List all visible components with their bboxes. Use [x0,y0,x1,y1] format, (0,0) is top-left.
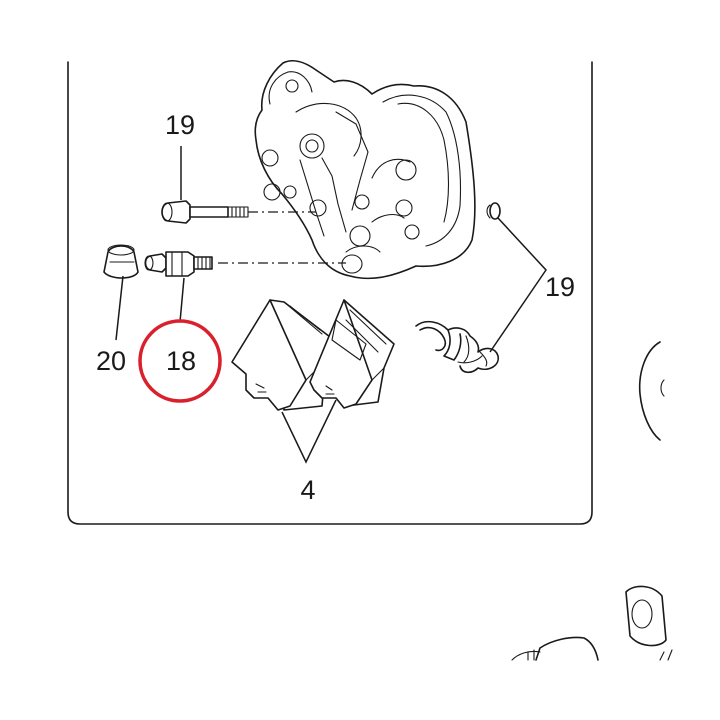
pad-spring-clip [415,320,499,374]
callout-20: 20 [96,346,126,376]
callout-19-clip: 19 [545,272,575,302]
leader-19-right [489,217,547,353]
highlight-circle [138,319,222,403]
callout-19-bolt: 19 [165,110,195,140]
bleed-nipple [103,244,139,279]
diagram-frame [67,61,593,525]
leader-4 [281,399,337,464]
adjacent-figure-edge [638,341,665,441]
retaining-ring [486,202,501,220]
caliper-body [254,60,476,280]
callout-4: 4 [300,475,315,505]
pad-pin [144,251,213,277]
callout-18: 18 [166,346,196,376]
leader-20 [115,275,124,341]
caliper-bolt [161,200,249,224]
adjacent-figure-bottom [511,585,673,661]
leader-18 [179,277,185,323]
brake-pad-right [309,299,395,409]
